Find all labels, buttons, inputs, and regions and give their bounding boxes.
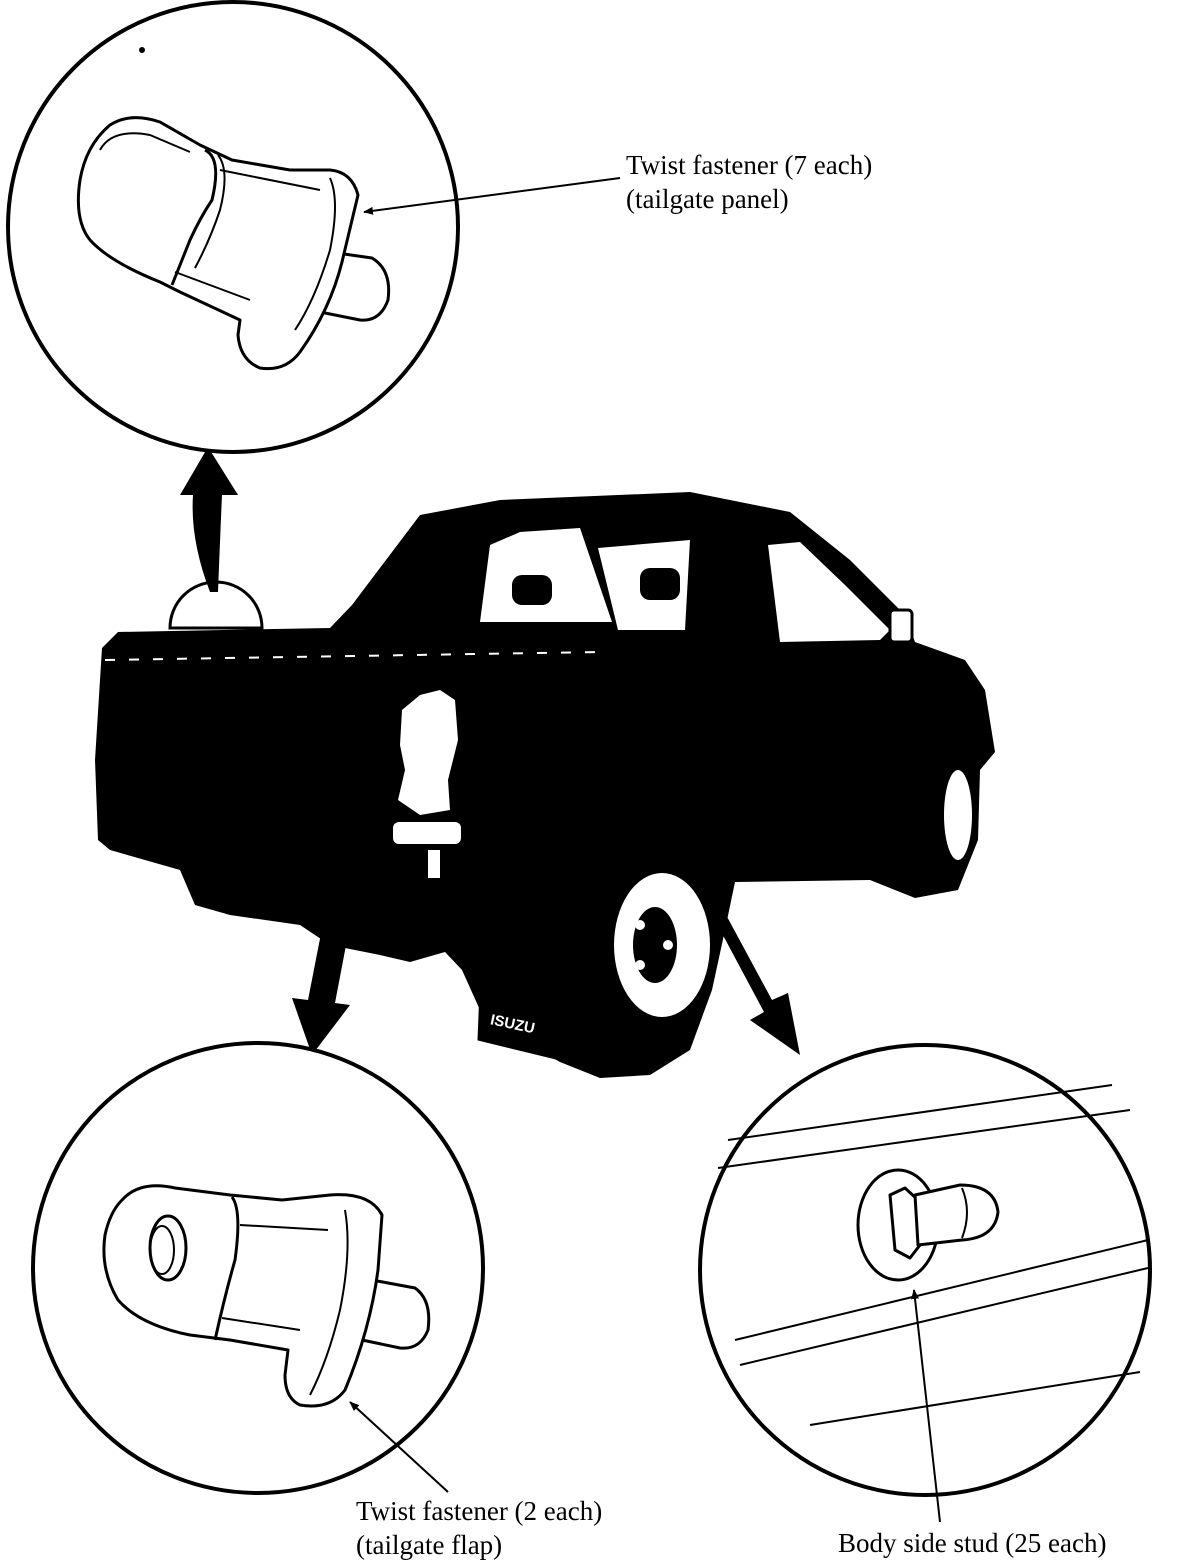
callout-body-side: Body side stud (25 each)	[838, 1526, 1106, 1560]
callout-tailgate-flap-line1: Twist fastener (2 each)	[356, 1496, 603, 1526]
rear-bumper	[393, 822, 461, 844]
windshield	[768, 542, 890, 642]
callout-leader-tailgate-flap	[349, 1401, 449, 1493]
callout-tailgate-flap: Twist fastener (2 each) (tailgate flap)	[356, 1494, 602, 1562]
headrest-right	[640, 568, 680, 600]
callout-tailgate-flap-line2: (tailgate flap)	[356, 1530, 503, 1560]
speck	[139, 47, 145, 53]
callout-tailgate-panel-line1: Twist fastener (7 each)	[626, 150, 873, 180]
detail-circle-tailgate-flap	[31, 1041, 485, 1495]
arrow-to-tailgate-panel	[180, 447, 238, 592]
body-side-stud-icon	[856, 1168, 1000, 1282]
detail-circle-body-side	[698, 1043, 1152, 1523]
wheel-nut	[635, 920, 645, 930]
arrow-to-body-side	[600, 700, 800, 1055]
bed-rail	[104, 651, 601, 661]
twist-fastener-icon	[76, 116, 391, 371]
callout-leader-body-side	[911, 1289, 941, 1523]
side-mirror	[888, 608, 914, 644]
callout-leader-tailgate-panel	[363, 177, 621, 215]
twist-fastener-icon	[102, 1184, 431, 1408]
pickup-truck-illustration: ISUZU	[95, 492, 995, 1078]
front-wheel-rim	[944, 770, 972, 860]
body-panel-lines	[717, 1084, 1149, 1426]
callout-body-side-line1: Body side stud (25 each)	[838, 1528, 1107, 1558]
detail-circle-outline	[698, 1043, 1152, 1497]
rear-light	[398, 690, 458, 815]
wheel-nut	[663, 940, 673, 950]
hitch	[428, 850, 440, 878]
callout-tailgate-panel-line2: (tailgate panel)	[626, 184, 789, 214]
truck-body	[95, 492, 995, 1078]
mud-flap	[477, 989, 561, 1061]
leader-arrows	[180, 447, 800, 1055]
wheel-nut	[635, 960, 645, 970]
headrest-left	[512, 575, 552, 605]
callout-tailgate-panel: Twist fastener (7 each) (tailgate panel)	[626, 148, 872, 216]
arrow-to-tailgate-flap	[292, 683, 395, 1055]
detail-circle-tailgate-panel	[6, 0, 621, 454]
tailgate-marker	[168, 580, 264, 630]
